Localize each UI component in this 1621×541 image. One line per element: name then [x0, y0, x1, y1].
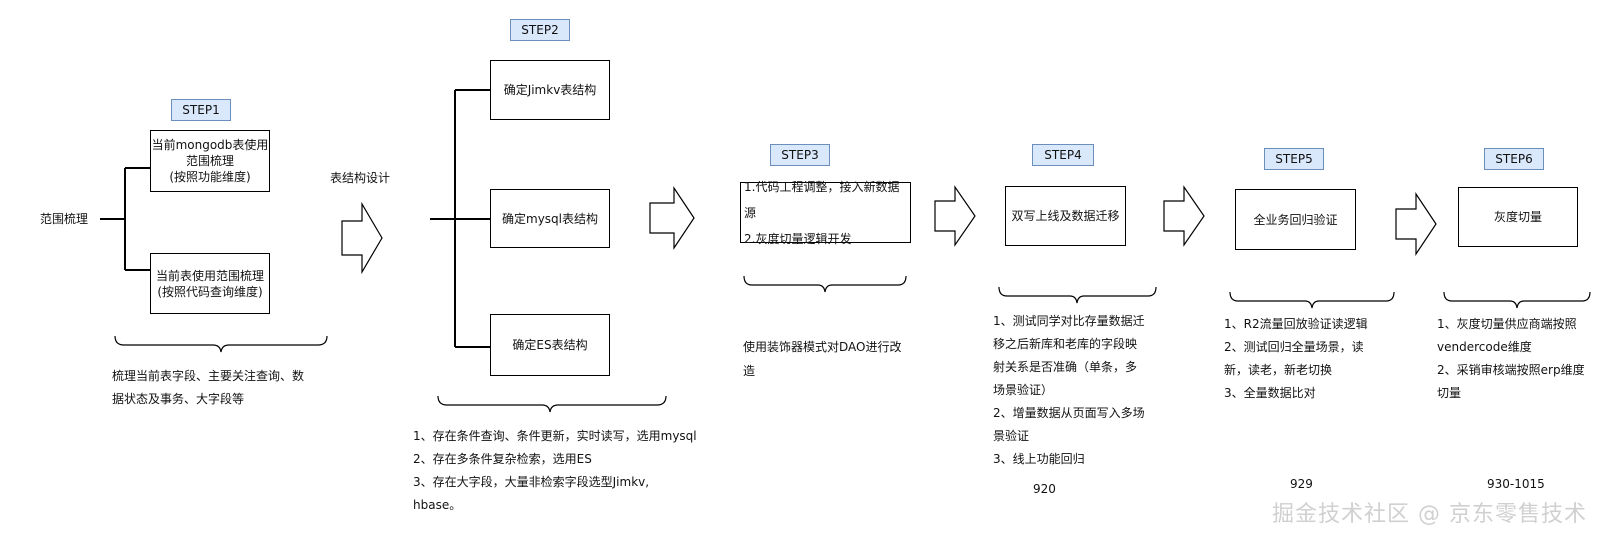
note-line: 梳理当前表字段、主要关注查询、数 [112, 369, 305, 383]
arrow-step2-step3 [649, 186, 695, 250]
step6-note: 1、灰度切量供应商端按照 vendercode维度 2、采销审核端按照erp维度… [1437, 313, 1585, 405]
note-line: 景验证 [993, 429, 1030, 443]
step4-date: 920 [1033, 482, 1056, 496]
bracket-step3 [743, 275, 907, 293]
step1-note: 梳理当前表字段、主要关注查询、数 据状态及事务、大字段等 [112, 365, 304, 411]
note-line: 新，读老，新老切换 [1224, 363, 1333, 377]
note-line: 使用装饰器模式对DAO进行改 [743, 340, 902, 354]
note-line: 2、增量数据从页面写入多场 [993, 406, 1145, 420]
note-line: 移之后新库和老库的字段映 [993, 337, 1138, 351]
step3-note: 使用装饰器模式对DAO进行改 造 [743, 335, 901, 383]
step2-box-jimkv: 确定Jimkv表结构 [490, 60, 610, 120]
step2-tag: STEP2 [510, 19, 570, 41]
note-line: 切量 [1437, 386, 1462, 400]
bracket-step4 [998, 286, 1157, 304]
note-line: 造 [743, 364, 756, 378]
note-line: 2、采销审核端按照erp维度 [1437, 363, 1585, 377]
step5-box-regression: 全业务回归验证 [1235, 189, 1356, 250]
step1-box-function-scope: 当前mongodb表使用 范围梳理 (按照功能维度) [150, 130, 270, 192]
note-line: hbase。 [413, 498, 462, 512]
bracket-step5 [1229, 291, 1395, 309]
note-line: 据状态及事务、大字段等 [112, 392, 245, 406]
step2-box-mysql: 确定mysql表结构 [490, 189, 610, 248]
note-line: 3、全量数据比对 [1224, 386, 1316, 400]
step3-tag: STEP3 [770, 144, 830, 166]
bracket-step1 [114, 335, 328, 353]
note-line: 1、R2流量回放验证读逻辑 [1224, 317, 1368, 331]
note-line: 2、测试回归全量场景，读 [1224, 340, 1364, 354]
note-line: 1、测试同学对比存量数据迁 [993, 314, 1145, 328]
note-line: 射关系是否准确（单条，多 [993, 360, 1138, 374]
step1-tag: STEP1 [171, 99, 231, 121]
step4-tag: STEP4 [1032, 144, 1094, 166]
bracket-step2 [437, 395, 667, 413]
step2-box-es: 确定ES表结构 [490, 314, 610, 376]
note-line: 1、灰度切量供应商端按照 [1437, 317, 1577, 331]
box-line: (按照代码查询维度) [157, 284, 263, 299]
arrow-step4-step5 [1163, 185, 1205, 247]
box-line: 当前表使用范围梳理 [155, 268, 264, 283]
watermark: 掘金技术社区 @ 京东零售技术 [1272, 502, 1587, 527]
step6-date: 930-1015 [1487, 477, 1545, 491]
step1-box-code-scope: 当前表使用范围梳理 (按照代码查询维度) [150, 253, 270, 314]
box-line: 当前mongodb表使用 [151, 138, 269, 152]
step3-box-code-adjust: 1.代码工程调整，接入新数据源 2.灰度切量逻辑开发 [740, 180, 911, 246]
bracket-step6 [1443, 291, 1591, 309]
range-label: 范围梳理 [40, 212, 89, 226]
note-line: 2、存在多条件复杂检索，选用ES [413, 452, 592, 466]
note-line: 3、线上功能回归 [993, 452, 1085, 466]
step2-note: 1、存在条件查询、条件更新，实时读写，选用mysql 2、存在多条件复杂检索，选… [413, 425, 697, 517]
step6-tag: STEP6 [1484, 148, 1544, 170]
arrow-step1-step2 [341, 201, 383, 275]
step4-box-dual-write: 双写上线及数据迁移 [1005, 186, 1126, 246]
note-line: 1、存在条件查询、条件更新，实时读写，选用mysql [413, 429, 697, 443]
arrow-step3-step4 [934, 185, 976, 247]
step5-tag: STEP5 [1264, 148, 1324, 170]
arrow-step5-step6 [1395, 192, 1437, 256]
box-line: (按照功能维度) [169, 170, 251, 184]
step6-box-gray-switch: 灰度切量 [1458, 187, 1578, 247]
note-line: 场景验证） [993, 383, 1054, 397]
box-line: 2.灰度切量逻辑开发 [744, 231, 852, 246]
note-line: 3、存在大字段，大量非检索字段选型Jimkv, [413, 475, 650, 489]
note-line: vendercode维度 [1437, 340, 1532, 354]
step5-date: 929 [1290, 477, 1313, 491]
schema-design-label: 表结构设计 [330, 171, 391, 185]
box-line: 1.代码工程调整，接入新数据源 [744, 179, 900, 220]
box-line: 范围梳理 [185, 154, 234, 168]
step4-note: 1、测试同学对比存量数据迁 移之后新库和老库的字段映 射关系是否准确（单条，多 … [993, 310, 1145, 471]
step5-note: 1、R2流量回放验证读逻辑 2、测试回归全量场景，读 新，读老，新老切换 3、全… [1224, 313, 1368, 405]
